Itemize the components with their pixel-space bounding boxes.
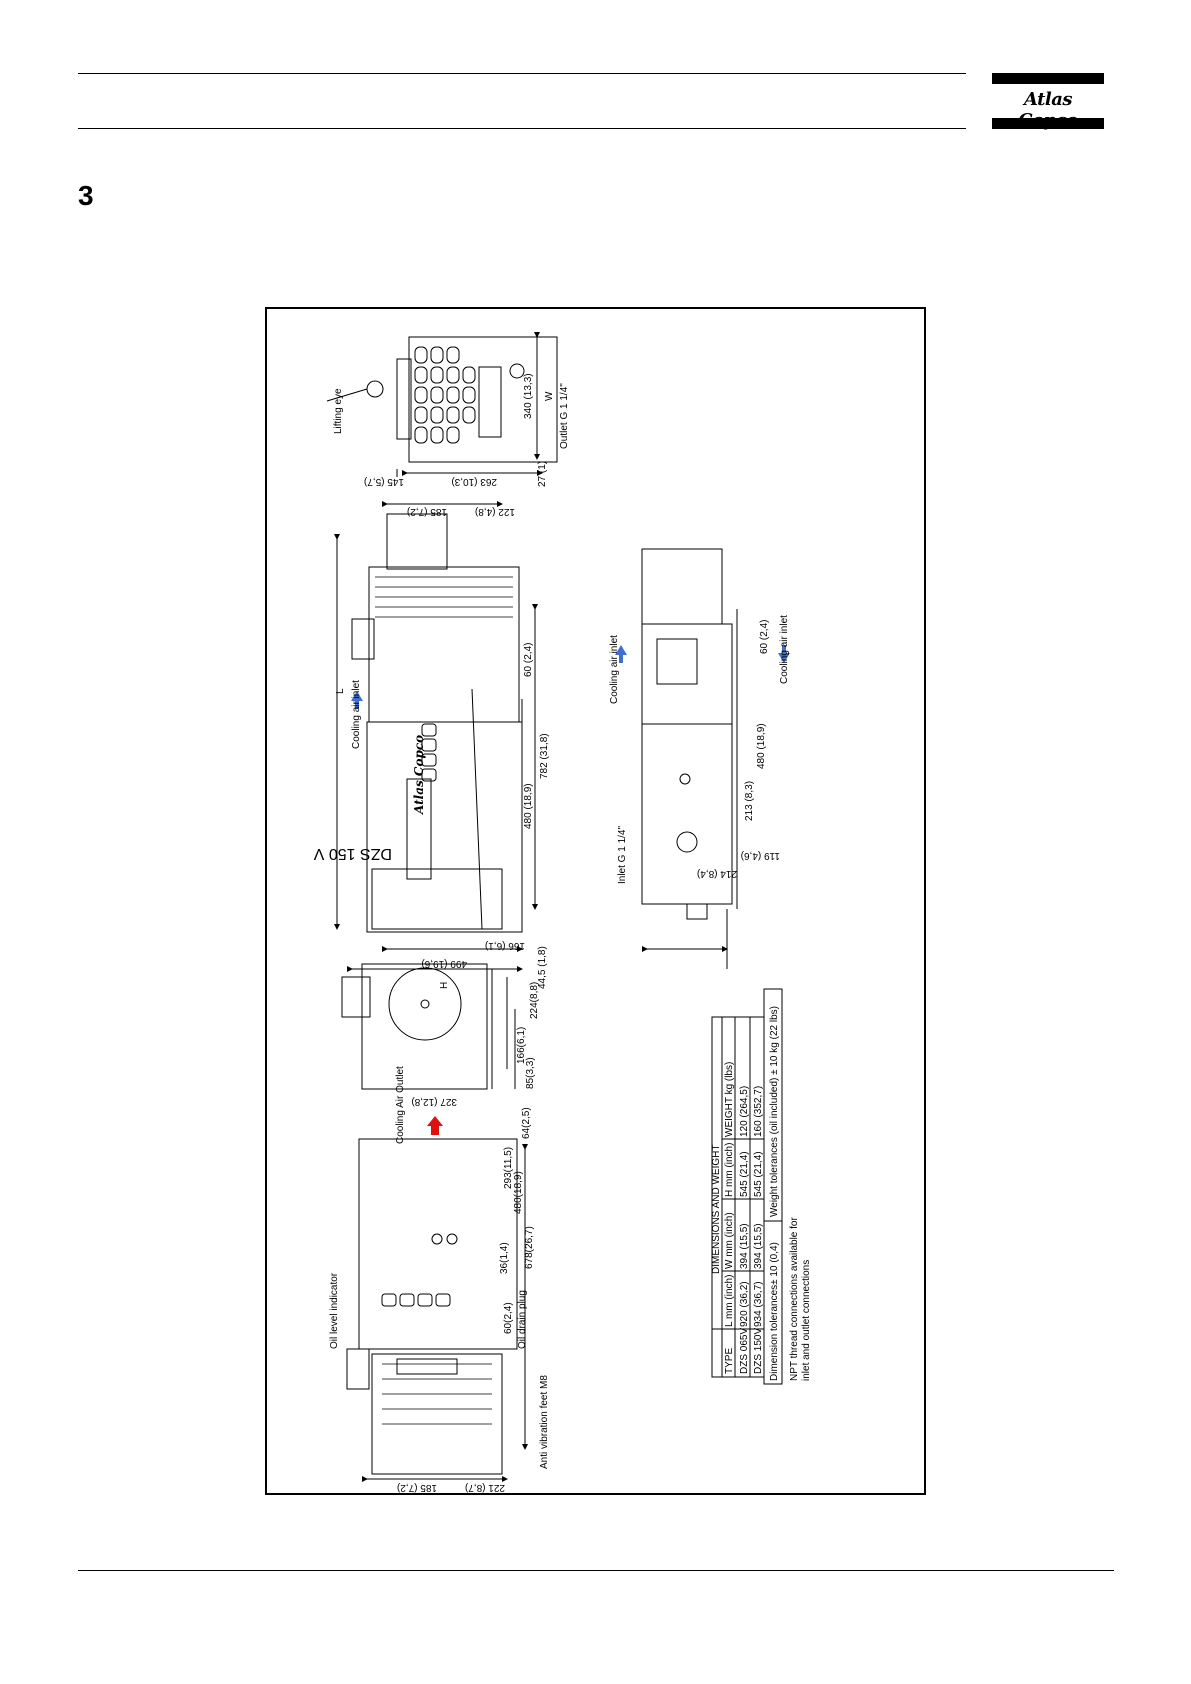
table-header-w: W mm (inch) xyxy=(724,1212,735,1269)
terminal-box xyxy=(351,618,375,660)
header-bottom-rule xyxy=(78,128,966,129)
dim-185-bot: 185 (7,2) xyxy=(397,1482,437,1493)
cooling-air-inlet-arrow-mid-2 xyxy=(778,645,790,663)
cooling-air-outlet-arrow xyxy=(427,1116,443,1135)
model-plate: DZS 150 V xyxy=(313,845,392,862)
table-row-1-weight: 120 (264,5) xyxy=(739,1086,750,1137)
table-header-l: L mm (inch) xyxy=(724,1275,735,1327)
dim-499: 499 (19,6) xyxy=(421,958,467,969)
npt-note-2: inlet and outlet connections xyxy=(801,1260,812,1381)
pump-housing xyxy=(366,721,523,933)
table-row-2-w: 394 (15,5) xyxy=(753,1223,764,1269)
dim-w: W xyxy=(544,391,555,401)
side-view-bottom xyxy=(346,1138,528,1482)
weight-tolerance: Weight tolerances (oil included) ± 10 kg… xyxy=(769,1006,780,1217)
top-view xyxy=(326,332,558,477)
header-top-rule xyxy=(78,73,966,74)
callout-cooling-air-outlet: Cooling Air Outlet xyxy=(395,1066,406,1144)
callout-outlet: Outlet G 1 1/4" xyxy=(559,383,570,449)
dim-293: 293(11,5) xyxy=(503,1147,514,1189)
brand-plate-text: Atlas Copco xyxy=(412,735,426,815)
atlas-copco-logo: Atlas Copco xyxy=(992,73,1104,131)
callout-inlet: Inlet G 1 1/4" xyxy=(617,826,628,884)
table-row-2-type: DZS 150V xyxy=(753,1328,764,1374)
callout-anti-vibration-feet: Anti vibration feet M8 xyxy=(539,1375,550,1469)
npt-note-1: NPT thread connections available for xyxy=(789,1217,800,1381)
dim-60-mid: 60 (2,4) xyxy=(759,620,770,654)
table-row-2-l: 934 (36,7) xyxy=(753,1281,764,1327)
dimensions-table xyxy=(711,988,783,1385)
section-number: 3 xyxy=(78,180,94,211)
table-row-1-w: 394 (15,5) xyxy=(739,1223,750,1269)
dim-327: 327 (12,8) xyxy=(411,1096,457,1107)
table-row-1-type: DZS 065V xyxy=(739,1328,750,1374)
dim-122: 122 (4,8) xyxy=(475,506,515,517)
dim-185-top: 185 (7,2) xyxy=(407,506,447,517)
dim-214: 214 (8,4) xyxy=(697,868,737,879)
table-title: DIMENSIONS AND WEIGHT xyxy=(711,1145,722,1274)
dim-480-mid: 480 (18,9) xyxy=(756,723,767,769)
dim-119: 119 (4,6) xyxy=(741,850,780,861)
motor-body-bottom xyxy=(371,1353,503,1475)
inlet-port xyxy=(676,831,698,853)
footer-rule xyxy=(78,1570,1114,1571)
cooling-air-inlet-arrow-mid-1 xyxy=(615,645,627,663)
brand-plate xyxy=(406,778,432,880)
dim-480-bot: 480(18,9) xyxy=(513,1171,524,1214)
dim-340: 340 (13,3) xyxy=(523,373,534,419)
dim-224: 224(8,8) xyxy=(529,982,540,1019)
callout-cooling-air-inlet-mid-1: Cooling air inlet xyxy=(609,635,620,704)
dim-60-bot: 60(2,4) xyxy=(503,1302,514,1334)
dim-44: 44,5 (1,8) xyxy=(537,946,548,989)
bottom-view xyxy=(641,548,738,969)
table-header-weight: WEIGHT kg (lbs) xyxy=(724,1062,735,1137)
dimension-drawing: Lifting eye 145 (5,7) 263 (10,3) 27 (1) … xyxy=(313,332,812,1493)
table-header-type: TYPE xyxy=(724,1348,735,1374)
dim-166b: 166(6,1) xyxy=(516,1027,527,1064)
dim-60-top: 60 (2,4) xyxy=(523,643,534,677)
lifting-eye-icon xyxy=(366,380,384,398)
callout-oil-drain-plug: Oil drain plug xyxy=(517,1290,528,1349)
dimension-tolerance: Dimension tolerances± 10 (0,4) xyxy=(769,1242,780,1381)
dim-166: 166 (6,1) xyxy=(485,940,525,951)
callout-oil-level-indicator: Oil level indicator xyxy=(329,1272,340,1349)
motor-body xyxy=(368,566,520,723)
dim-27: 27 (1) xyxy=(537,461,548,487)
callout-cooling-air-inlet-top: Cooling air inlet xyxy=(351,680,362,749)
side-view-top xyxy=(334,501,538,972)
cooling-fins xyxy=(414,346,476,444)
dim-221: 221 (8,7) xyxy=(465,1482,505,1493)
dim-64: 64(2,5) xyxy=(521,1107,532,1139)
dim-85: 85(3,3) xyxy=(525,1057,536,1089)
table-row-1-h: 545 (21,4) xyxy=(739,1151,750,1197)
table-row-1-l: 920 (36,2) xyxy=(739,1281,750,1327)
callout-cooling-air-inlet-mid-2: Cooling air inlet xyxy=(779,615,790,684)
dim-213: 213 (8,3) xyxy=(744,781,755,821)
dim-h: H xyxy=(439,982,450,989)
dim-145: 145 (5,7) xyxy=(364,476,404,487)
cooling-air-inlet-arrow-top xyxy=(351,691,363,709)
dim-678: 678(26,7) xyxy=(524,1226,535,1269)
table-row-2-h: 545 (21,4) xyxy=(753,1151,764,1197)
callout-lifting-eye: Lifting eye xyxy=(333,388,344,434)
table-header-h: H mm (inch) xyxy=(724,1143,735,1197)
dim-480-top: 480 (18,9) xyxy=(523,783,534,829)
dim-263: 263 (10,3) xyxy=(451,476,497,487)
dim-l: L xyxy=(335,688,346,694)
dim-36: 36(1,4) xyxy=(499,1242,510,1274)
front-view xyxy=(341,963,516,1090)
dim-782: 782 (31,8) xyxy=(539,733,550,779)
table-row-2-weight: 160 (352,7) xyxy=(753,1086,764,1137)
dimension-drawing-frame: Lifting eye 145 (5,7) 263 (10,3) 27 (1) … xyxy=(265,307,926,1495)
